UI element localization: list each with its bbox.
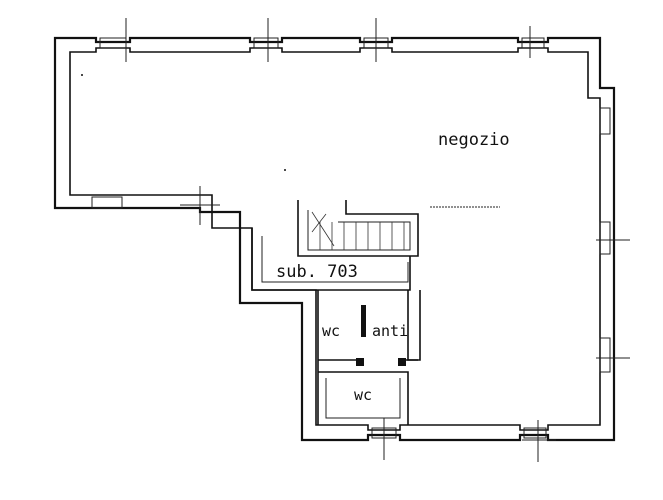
sub-703-inner: [261, 236, 409, 283]
shop-dot: [81, 74, 83, 76]
label-wc-lower: wc: [354, 386, 372, 404]
windows-right: [596, 107, 630, 373]
window-right-1: [599, 107, 611, 135]
window-top-4: [521, 37, 545, 49]
windows-bottom: [371, 418, 556, 462]
windows-bottom-left: [91, 186, 220, 225]
window-right-3: [599, 337, 611, 373]
bathroom-walls: [317, 290, 421, 425]
windows-top: [99, 18, 545, 62]
label-sub-703: sub. 703: [276, 262, 358, 282]
stair-outline: [297, 200, 419, 257]
outer-wall: [53, 36, 616, 442]
stairs: [297, 200, 419, 257]
stair-hatch: [311, 211, 335, 247]
door-jamb-right: [398, 358, 406, 366]
shop-marks: [81, 74, 500, 208]
stair-inner: [307, 210, 411, 251]
wc-lower-walls: [318, 371, 409, 425]
stair-hatch: [311, 213, 327, 233]
label-anti: anti: [372, 322, 408, 340]
label-negozio: negozio: [438, 130, 510, 150]
window-right-2: [599, 221, 611, 255]
sub-703-area: [251, 228, 411, 291]
window-top-2: [253, 37, 279, 49]
label-wc-upper: wc: [322, 322, 340, 340]
window-bottom-1: [91, 196, 123, 209]
outer-wall-outline: [53, 36, 616, 442]
wc-lower-inner: [325, 378, 401, 419]
door-jamb-left: [356, 358, 364, 366]
wc-anti-divider: [361, 305, 366, 337]
sub-703-walls: [251, 228, 411, 291]
window-bottom-3: [523, 427, 547, 439]
shop-dot: [284, 169, 286, 171]
